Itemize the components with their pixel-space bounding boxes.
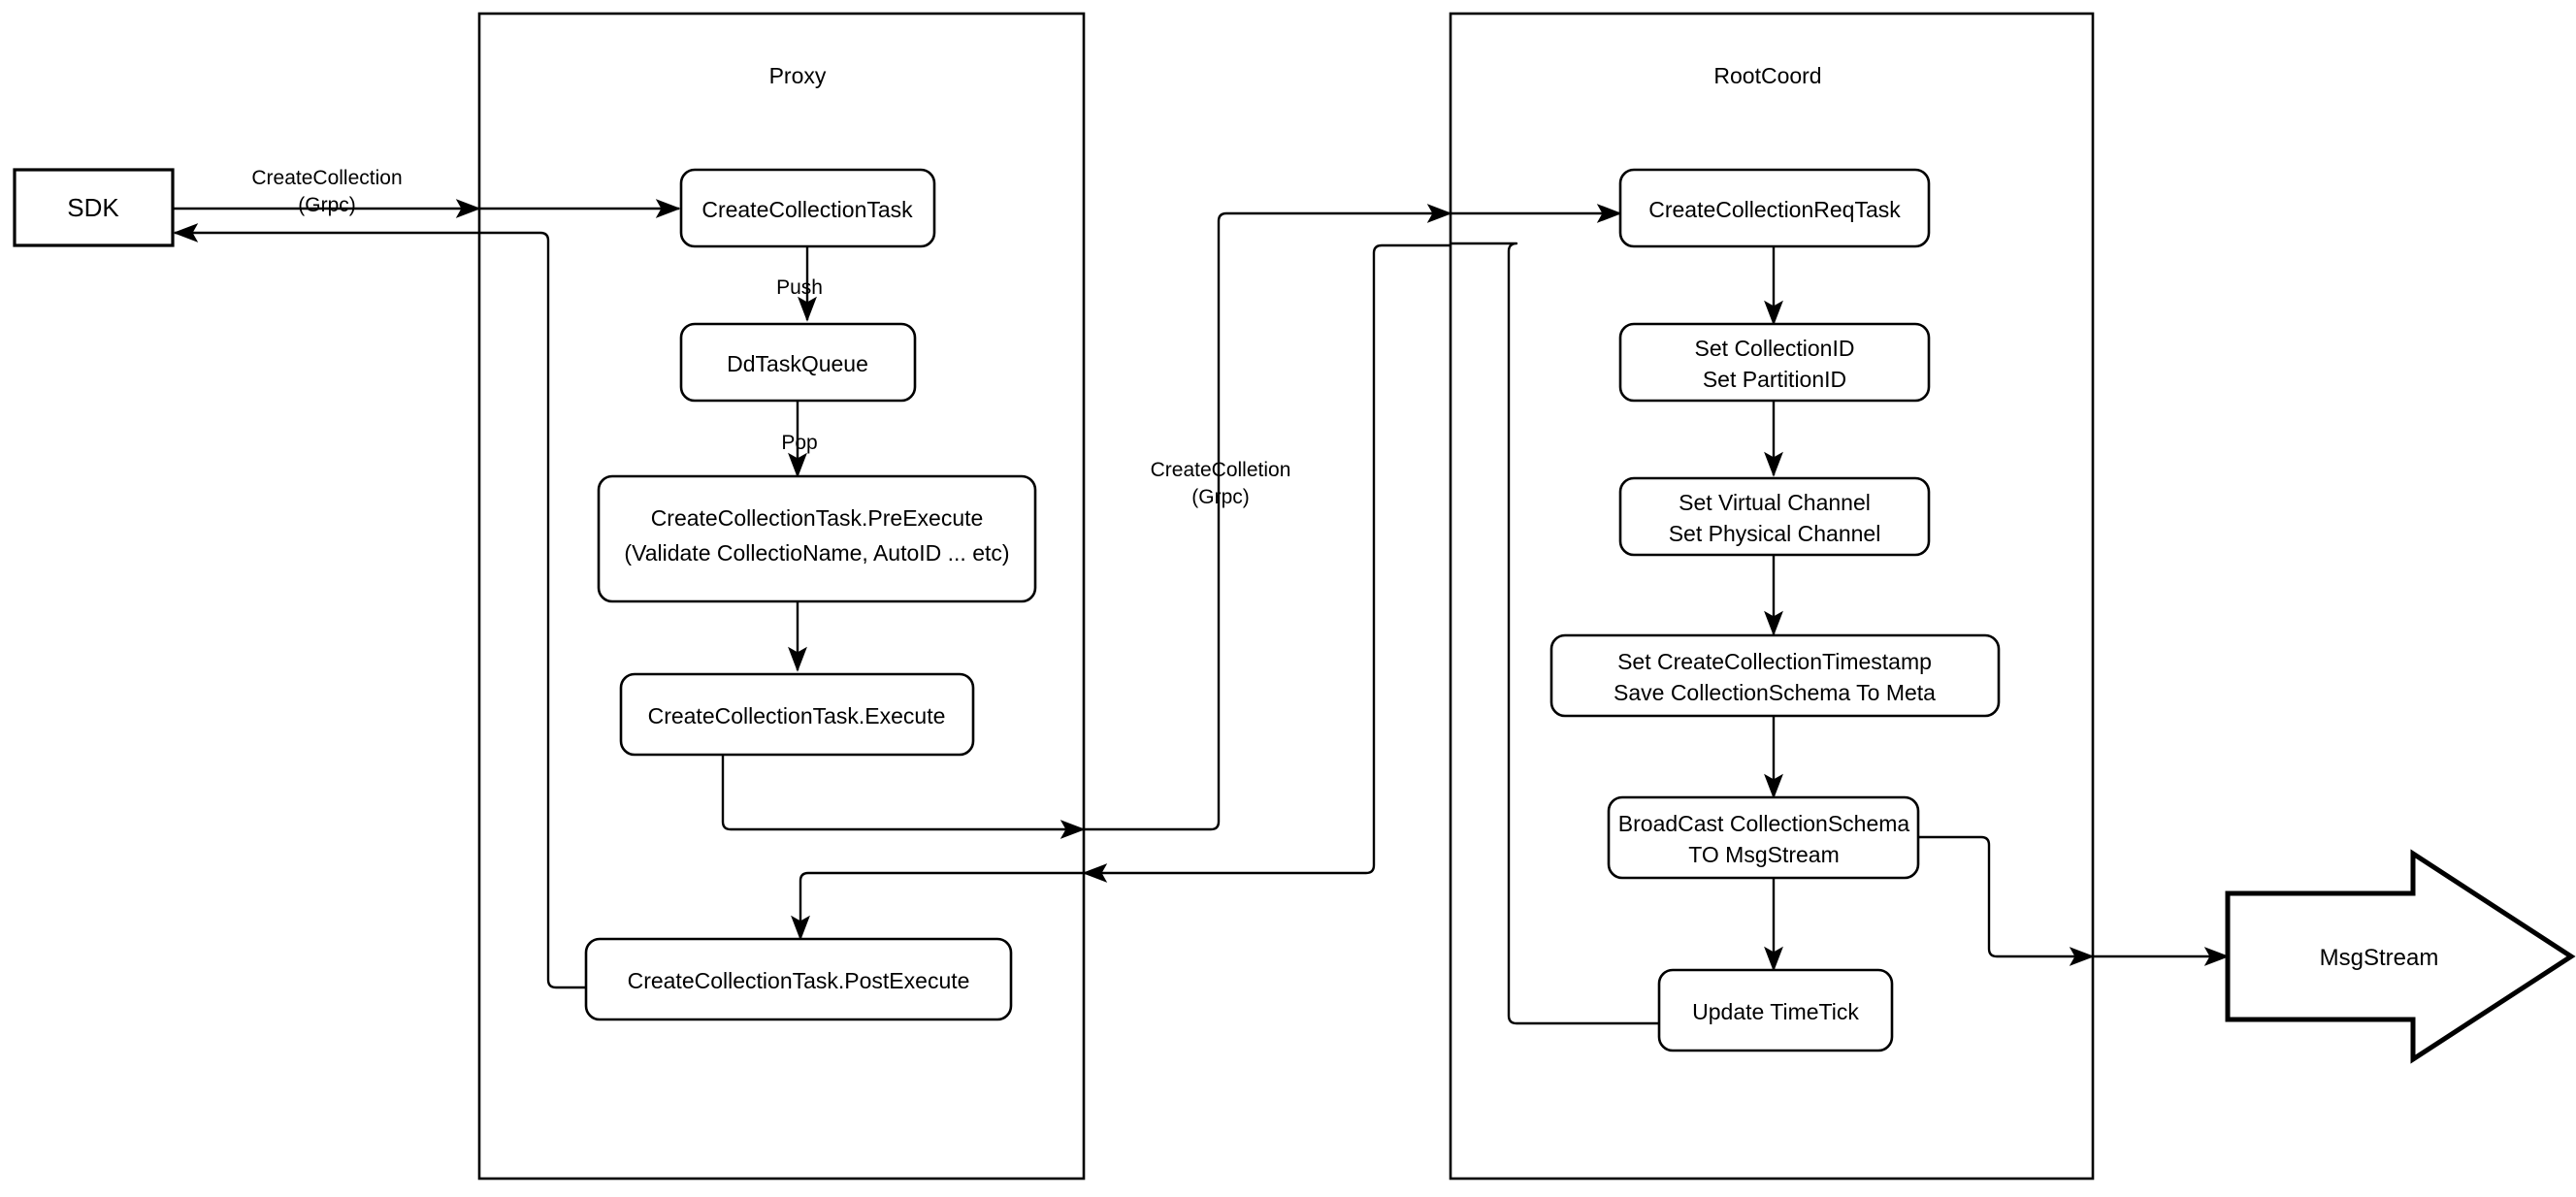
node-create-collection-task[interactable]: CreateCollectionTask [679, 168, 936, 248]
node-broadcast-label-line1: BroadCast CollectionSchema [1618, 811, 1910, 836]
node-pre-execute[interactable]: CreateCollectionTask.PreExecute (Validat… [597, 474, 1037, 603]
node-set-ids[interactable]: Set CollectionID Set PartitionID [1618, 322, 1931, 403]
node-pre-execute-label-line2: (Validate CollectioName, AutoID ... etc) [624, 540, 1009, 566]
edge-label-sdk-to-proxy-line1: CreateCollection [251, 167, 402, 189]
node-save-meta-label-line2: Save CollectionSchema To Meta [1614, 680, 1936, 705]
node-pre-execute-label-line1: CreateCollectionTask.PreExecute [651, 505, 984, 531]
node-create-collection-req-task[interactable]: CreateCollectionReqTask [1618, 168, 1931, 248]
container-rootcoord-title: RootCoord [1713, 63, 1821, 88]
edge-reply-to-postexecute [791, 871, 1084, 941]
edge-label-sdk-to-proxy-line2: (Grpc) [298, 194, 356, 216]
node-set-channels-label-line1: Set Virtual Channel [1679, 490, 1871, 515]
node-set-channels[interactable]: Set Virtual Channel Set Physical Channel [1618, 476, 1931, 557]
node-create-collection-task-label: CreateCollectionTask [701, 197, 913, 222]
edge-label-proxy-to-rootcoord-line2: (Grpc) [1191, 486, 1250, 508]
edge-label-pop-text: Pop [781, 432, 817, 454]
edge-postexecute-to-proxy-boundary [479, 231, 586, 989]
node-create-collection-req-task-label: CreateCollectionReqTask [1648, 197, 1901, 222]
node-dd-task-queue[interactable]: DdTaskQueue [679, 322, 917, 403]
node-sdk-label: SDK [67, 193, 119, 222]
edge-broadcast-to-rootcoord-boundary [1918, 835, 2095, 966]
node-post-execute[interactable]: CreateCollectionTask.PostExecute [584, 937, 1013, 1021]
node-post-execute-label: CreateCollectionTask.PostExecute [628, 968, 970, 993]
edge-label-proxy-to-rootcoord-line1: CreateColletion [1151, 459, 1291, 481]
edge-execute-to-proxy-right-boundary [721, 755, 1086, 839]
node-execute-label: CreateCollectionTask.Execute [648, 703, 946, 728]
node-set-channels-label-line2: Set Physical Channel [1669, 521, 1881, 546]
node-set-ids-label-line1: Set CollectionID [1695, 336, 1855, 361]
node-broadcast-label-line2: TO MsgStream [1688, 842, 1840, 867]
node-save-meta-label-line1: Set CreateCollectionTimestamp [1617, 649, 1932, 674]
container-proxy [477, 12, 1086, 1181]
edge-rootcoord-to-proxy-return [1082, 243, 1451, 883]
node-execute[interactable]: CreateCollectionTask.Execute [619, 672, 975, 757]
node-set-ids-label-line2: Set PartitionID [1703, 367, 1846, 392]
edge-label-proxy-to-rootcoord: CreateColletion (Grpc) [1151, 459, 1291, 508]
node-msgstream-label: MsgStream [2320, 945, 2439, 971]
edge-label-push: Push [776, 276, 823, 299]
node-update-timetick[interactable]: Update TimeTick [1657, 968, 1894, 1052]
edge-timetick-to-return [1451, 242, 1659, 1025]
edge-label-sdk-to-proxy: CreateCollection (Grpc) [251, 167, 402, 216]
edge-label-pop: Pop [781, 432, 817, 454]
edge-label-push-text: Push [776, 276, 823, 299]
node-update-timetick-label: Update TimeTick [1692, 999, 1859, 1024]
container-proxy-title: Proxy [769, 63, 827, 88]
node-broadcast[interactable]: BroadCast CollectionSchema TO MsgStream [1607, 795, 1920, 880]
container-rootcoord [1449, 12, 2095, 1181]
node-msgstream[interactable]: MsgStream [2225, 849, 2576, 1064]
edge-proxy-to-rootcoord [1084, 204, 1452, 831]
node-sdk[interactable]: SDK [13, 168, 175, 247]
node-dd-task-queue-label: DdTaskQueue [727, 351, 868, 376]
node-save-meta[interactable]: Set CreateCollectionTimestamp Save Colle… [1549, 633, 2001, 718]
